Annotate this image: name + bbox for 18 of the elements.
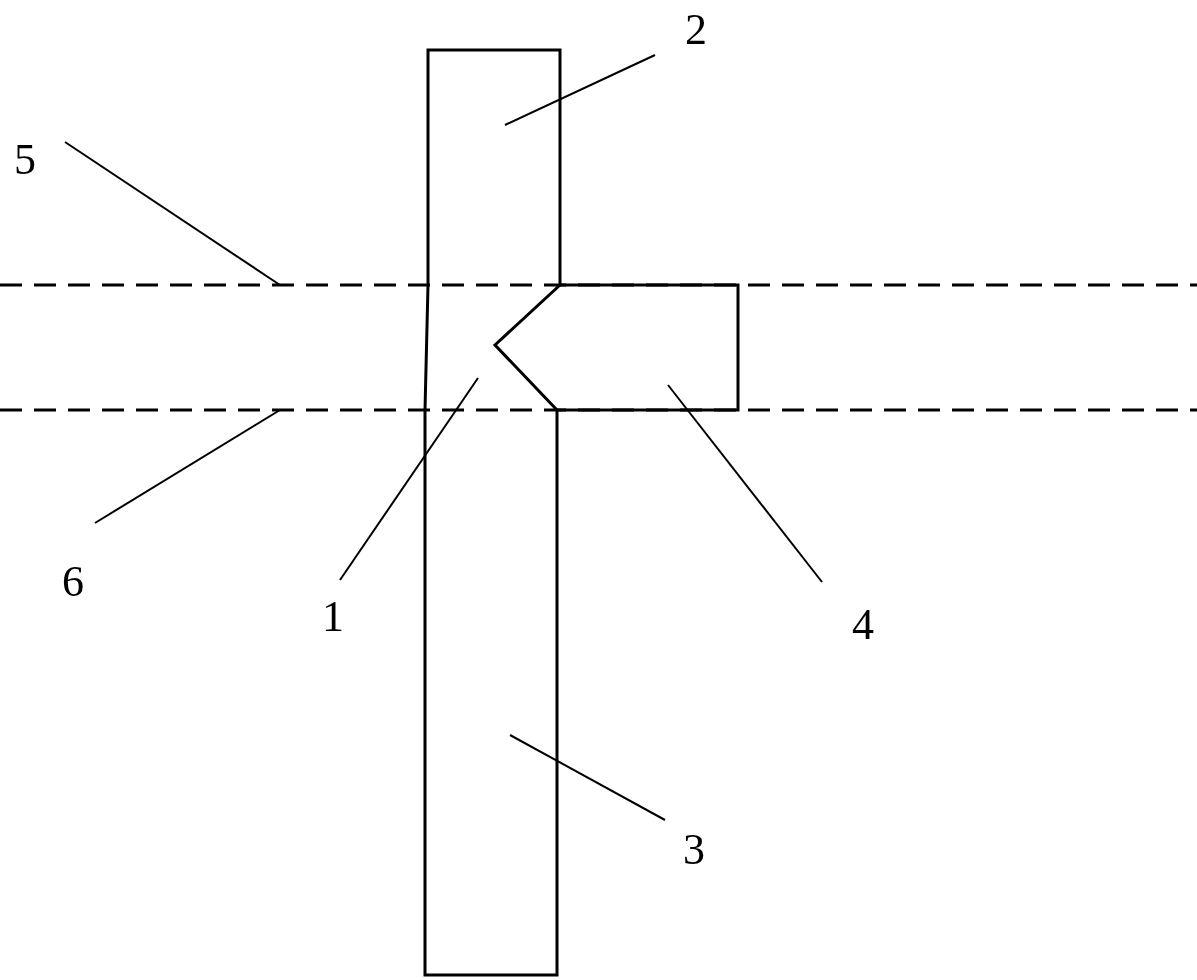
lower-plate-section — [423, 410, 559, 977]
leader-line — [504, 54, 656, 126]
leader-line — [339, 377, 479, 581]
leader-line — [509, 734, 666, 821]
callout-number: 1 — [322, 595, 344, 639]
leader-line — [667, 384, 823, 583]
dashed-reference-line — [0, 283, 1197, 287]
groove-weld-zone — [423, 283, 562, 412]
callout-number: 3 — [683, 828, 705, 872]
callout-number: 5 — [14, 138, 36, 182]
callout-number: 2 — [685, 8, 707, 52]
dashed-reference-line — [0, 408, 1197, 412]
leader-line — [94, 409, 281, 524]
horizontal-plate — [557, 283, 740, 412]
upper-plate-section — [426, 48, 562, 285]
callout-number: 4 — [852, 603, 874, 647]
leader-line — [64, 141, 281, 286]
callout-number: 6 — [62, 560, 84, 604]
